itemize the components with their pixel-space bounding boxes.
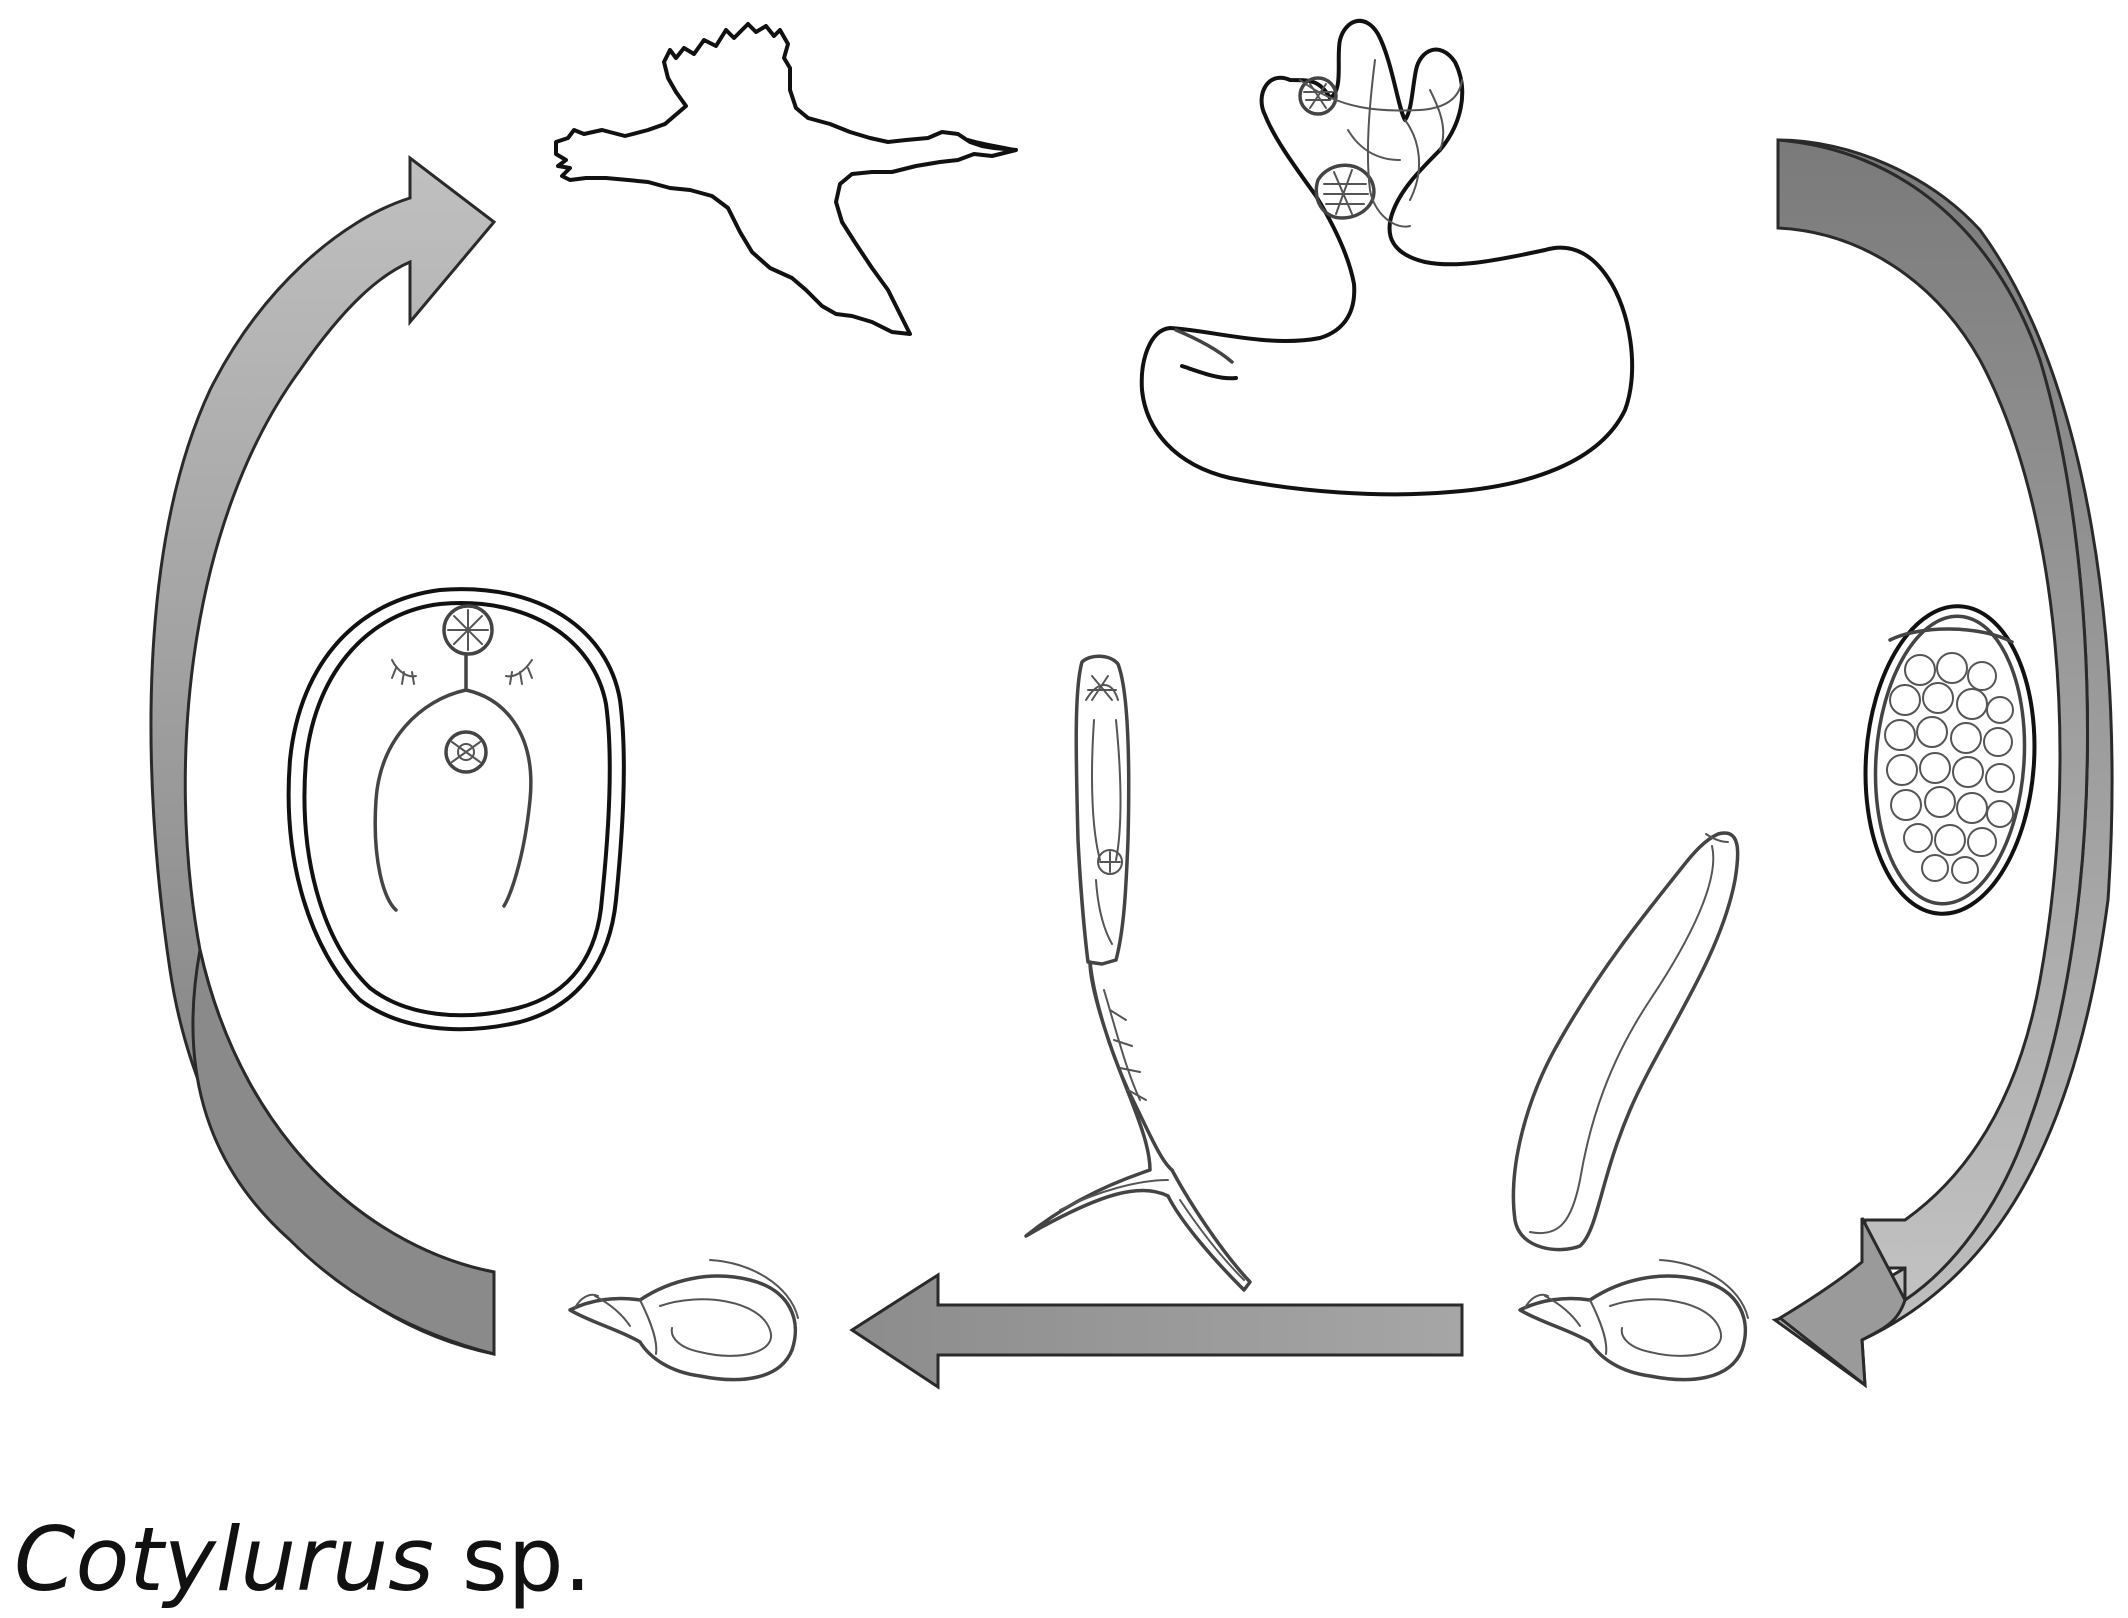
cercaria-icon [1024,654,1252,1292]
species-suffix: sp. [433,1508,592,1611]
egg-icon [1863,604,2037,916]
cycle-arrow-left-inner [191,949,496,1356]
metacercaria-icon [286,587,626,1032]
miracidium-icon [1511,831,1740,1252]
snail-icon [1518,1259,1749,1382]
snail-icon [568,1259,799,1382]
adult-fluke-icon [1139,18,1635,497]
cycle-arrow-right-head [1777,1217,1907,1389]
cycle-arrow-right-inner [1776,138,2089,1303]
genus-name: Cotylurus [14,1508,434,1611]
cycle-arrow-bottom [849,1272,1464,1390]
bird-icon [554,22,1018,336]
cycle-arrow-left [149,154,497,1356]
species-caption: Cotylurus sp. [14,1508,592,1611]
